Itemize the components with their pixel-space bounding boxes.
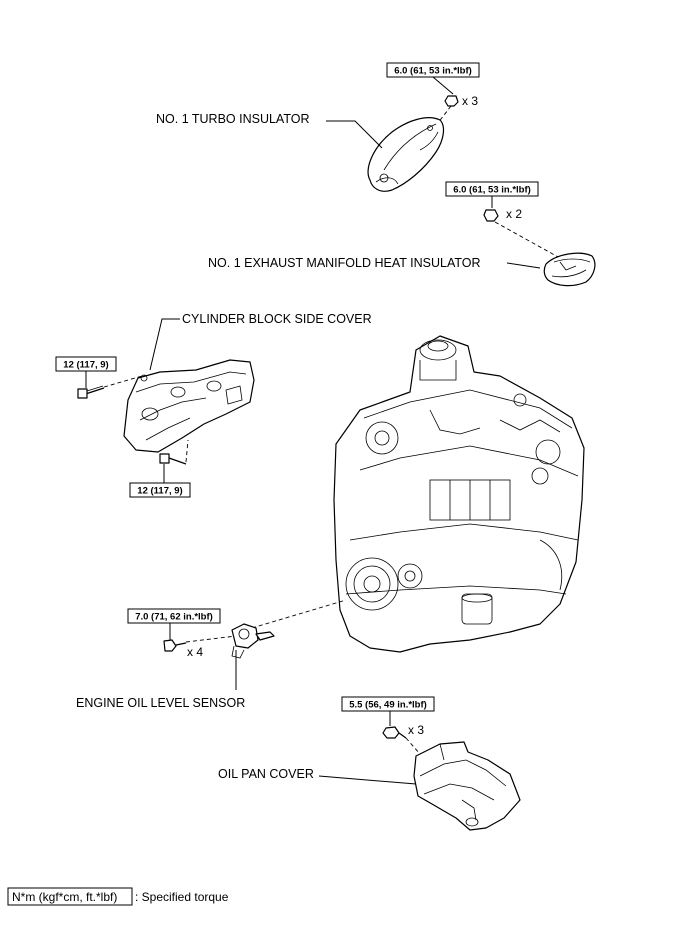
exhaust-insulator-group: 6.0 (61, 53 in.*lbf) x 2 NO. 1 EXHAUST M… [208,181,596,287]
legend-torque-box [7,887,133,906]
engine-assembly [333,335,585,653]
torque-oil-sensor: 7.0 (71, 62 in.*lbf) [135,612,213,623]
torque-exhaust-insulator: 6.0 (61, 53 in.*lbf) [453,185,531,196]
torque-box-oil-pan-cover [341,696,435,712]
exhaust-insulator-part [543,252,596,287]
label-side-cover: CYLINDER BLOCK SIDE COVER [182,312,372,326]
bolt-oil-pan-cover [382,726,407,739]
torque-side-cover-lower: 12 (117, 9) [137,486,182,497]
leader-side-cover [149,318,180,371]
qty-oil-sensor: x 4 [187,645,203,659]
leader-oil-pan-cover [318,775,417,785]
leader-turbo-insulator [326,120,383,149]
bolt-oil-sensor [163,639,187,652]
dash-line-oil-sensor-engine [251,599,347,629]
label-turbo-insulator: NO. 1 TURBO INSULATOR [156,112,310,126]
turbo-insulator-part [367,117,445,192]
legend-unit: N*m (kgf*cm, ft.*lbf) [12,890,117,904]
leader-exhaust-insulator [506,262,541,269]
dash-line-exhaust [494,221,561,259]
bolt-side-cover-upper [77,385,105,399]
oil-pan-cover-group: 5.5 (56, 49 in.*lbf) x 3 OIL PAN COVER [218,696,521,831]
torque-oil-pan-cover: 5.5 (56, 49 in.*lbf) [349,700,427,711]
torque-box-side-cover-lower [129,482,191,498]
label-exhaust-insulator: NO. 1 EXHAUST MANIFOLD HEAT INSULATOR [208,256,481,270]
bolt-side-cover-lower [159,453,187,465]
oil-sensor-group: 7.0 (71, 62 in.*lbf) x 4 ENGINE OIL LEVE… [76,599,347,710]
side-cover-part [123,359,255,453]
label-oil-sensor: ENGINE OIL LEVEL SENSOR [76,696,245,710]
side-cover-group: CYLINDER BLOCK SIDE COVER 12 (117, 9) [55,312,372,498]
torque-leader-turbo [432,76,454,95]
dash-line-oil-sensor-bolt [185,635,237,643]
qty-oil-pan-cover: x 3 [408,723,424,737]
label-oil-pan-cover: OIL PAN COVER [218,767,314,781]
bolt-exhaust-insulator [483,209,499,222]
dash-line-side-lower [185,439,189,463]
bolt-turbo-insulator [444,95,459,107]
legend: N*m (kgf*cm, ft.*lbf) : Specified torque [7,887,229,906]
qty-turbo-insulator: x 3 [462,94,478,108]
legend-description: : Specified torque [135,890,229,904]
turbo-insulator-group: 6.0 (61, 53 in.*lbf) x 3 NO. 1 TURBO INS… [156,62,480,192]
torque-box-oil-sensor [127,608,221,624]
qty-exhaust-insulator: x 2 [506,207,522,221]
dash-line-oil-pan [405,737,421,755]
torque-turbo-insulator: 6.0 (61, 53 in.*lbf) [394,66,472,77]
torque-side-cover-upper: 12 (117, 9) [63,360,108,371]
oil-pan-cover-part [413,741,521,831]
oil-sensor-part [231,623,275,659]
